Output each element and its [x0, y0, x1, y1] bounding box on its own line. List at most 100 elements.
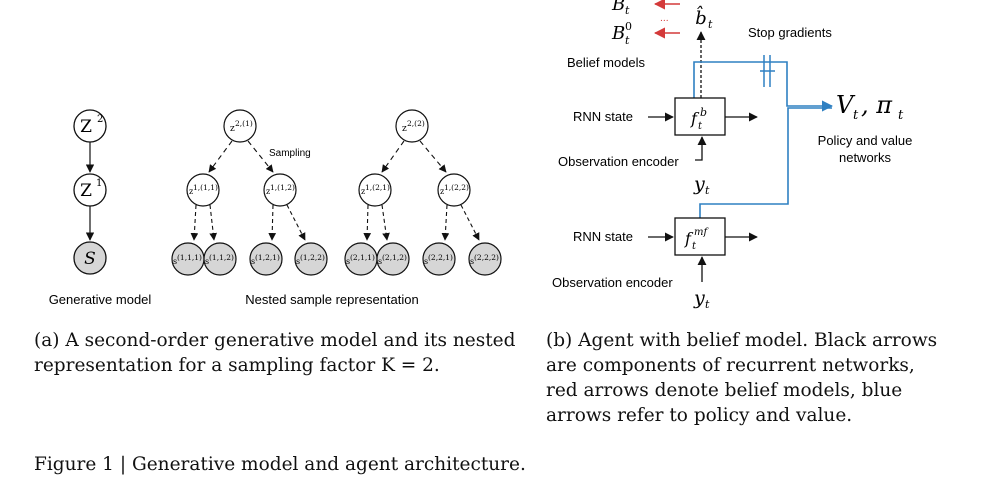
value-sub: t	[853, 108, 859, 123]
generative-model: Z 2 Z 1 S Generative model	[49, 109, 152, 307]
leaf-node-5-sup: (2,1,1)	[350, 253, 375, 262]
mid-node-3-sup: 1,(2,1)	[365, 183, 390, 192]
caption-b: (b) Agent with belief model. Black arrow…	[546, 330, 938, 426]
leaf-node-6-sup: (2,1,2)	[382, 253, 407, 262]
edge-root-a-right	[247, 140, 274, 173]
edge-mid-1-leaf-1	[190, 204, 199, 241]
leaf-node-3-sup: (1,2,1)	[255, 253, 280, 262]
caption-a: (a) A second-order generative model and …	[34, 330, 516, 376]
leaf-node-2-base: s	[205, 257, 209, 266]
leaf-node-4-sup: (1,2,2)	[300, 253, 325, 262]
edge-mid-2-leaf-1	[268, 204, 277, 241]
belief-b0-label: B	[611, 23, 625, 44]
bhat-label: b̂	[695, 4, 707, 29]
node-z2-label: Z	[80, 117, 92, 137]
leaf-node-2	[203, 242, 237, 276]
mid-node-1-sup: 1,(1,1)	[193, 183, 218, 192]
rnn-state-label-2: RNN state	[573, 229, 633, 244]
rnn-state-label-1: RNN state	[573, 109, 633, 124]
root-b-base: z	[402, 124, 407, 134]
leaf-node-7-base: s	[424, 257, 428, 266]
leaf-node-3	[249, 242, 283, 276]
belief-b-sub: t	[625, 4, 630, 17]
edge-mid-2-leaf-2	[286, 204, 306, 241]
figure-caption: Figure 1 | Generative model and agent ar…	[34, 454, 526, 475]
mid-node-2	[263, 173, 297, 207]
blue-path-belief	[693, 61, 834, 112]
belief-models-label: Belief models	[567, 55, 646, 70]
y1-sub: t	[705, 184, 710, 197]
blue-path-mf	[699, 107, 832, 218]
leaf-node-2-sup: (1,1,2)	[209, 253, 234, 262]
leaf-node-4	[294, 242, 328, 276]
y1-label: y	[693, 173, 705, 195]
belief-dots: ...	[660, 14, 669, 24]
belief-b0-sup: 0	[625, 20, 632, 33]
leaf-node-5-base: s	[346, 257, 350, 266]
edge-mid-4-leaf-1	[441, 204, 450, 241]
leaf-node-8-base: s	[470, 257, 474, 266]
policy-value-label: Policy and value	[818, 133, 913, 148]
mid-node-2-sup: 1,(1,2)	[270, 183, 295, 192]
f-b-cell	[674, 97, 726, 136]
networks-label: networks	[839, 150, 892, 165]
leaf-node-7-sup: (2,2,1)	[428, 253, 453, 262]
agent-architecture: B t ... B 0 t Belief models b̂ t Stop gr…	[552, 0, 912, 311]
belief-b0-sub: t	[625, 34, 630, 47]
f-mf-sub: t	[692, 241, 697, 252]
mid-node-4-base: z	[440, 187, 444, 196]
root-node-a	[223, 109, 257, 143]
leaf-node-layer: s(1,1,1)s(1,1,2)s(1,2,1)s(1,2,2)s(2,1,1)…	[171, 242, 502, 276]
edge-root-b-left	[381, 140, 405, 173]
f-mf-label: f	[684, 229, 694, 248]
mid-node-2-base: z	[266, 187, 270, 196]
observation-encoder-label-2: Observation encoder	[552, 275, 673, 290]
leaf-node-4-base: s	[296, 257, 300, 266]
mid-node-4-sup: 1,(2,2)	[444, 183, 469, 192]
y2-label: y	[693, 287, 705, 309]
generative-model-label: Generative model	[49, 292, 152, 307]
edge-mid-3-leaf-2	[381, 204, 390, 241]
policy-sub: t	[898, 108, 904, 123]
root-b-sup: 2,(2)	[407, 119, 425, 128]
mid-node-1-base: z	[189, 187, 193, 196]
stop-gradients-label: Stop gradients	[748, 25, 832, 40]
leaf-node-8	[468, 242, 502, 276]
belief-b-label: B	[611, 0, 625, 15]
edge-mid-4-leaf-2	[460, 204, 480, 241]
f-b-sub: t	[698, 121, 703, 132]
node-z1-sup: 1	[96, 178, 102, 189]
node-z1-label: Z	[80, 181, 92, 201]
leaf-node-1-sup: (1,1,1)	[177, 253, 202, 262]
observation-encoder-label-1: Observation encoder	[558, 154, 679, 169]
f-mf-sup: mf	[694, 227, 709, 238]
mid-node-3-base: z	[361, 187, 365, 196]
leaf-node-3-base: s	[251, 257, 255, 266]
mid-node-3	[358, 173, 392, 207]
edge-root-b-right	[419, 140, 447, 173]
node-z2-sup: 2	[97, 114, 103, 125]
edge-mid-3-leaf-1	[363, 204, 372, 241]
root-a-sup: 2,(1)	[235, 119, 253, 128]
leaf-node-7	[422, 242, 456, 276]
node-s	[73, 241, 107, 275]
leaf-node-8-sup: (2,2,2)	[474, 253, 499, 262]
bhat-sub: t	[708, 18, 713, 31]
policy-sep: , π	[861, 91, 893, 119]
root-node-b	[395, 109, 429, 143]
node-s-label: S	[84, 249, 96, 269]
leaf-node-1-base: s	[173, 257, 177, 266]
edge-root-a-left	[208, 140, 233, 173]
f-mf-cell	[674, 217, 726, 256]
root-a-base: z	[230, 124, 235, 134]
sampling-label: Sampling	[269, 148, 311, 159]
y2-sub: t	[705, 298, 710, 311]
leaf-node-6-base: s	[378, 257, 382, 266]
nested-representation-label: Nested sample representation	[245, 292, 418, 307]
f-b-label: f	[690, 109, 700, 128]
mid-node-4	[437, 173, 471, 207]
f-b-sup: b	[700, 106, 707, 119]
